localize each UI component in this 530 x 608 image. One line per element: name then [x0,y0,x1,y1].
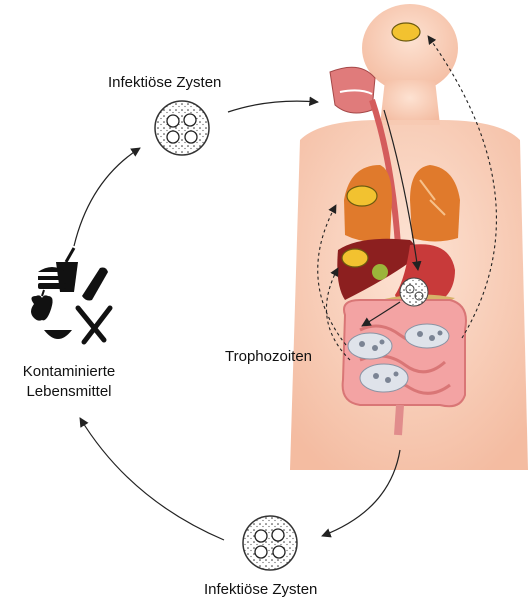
label-food-line1: Kontaminierte [10,362,128,382]
food-icons [31,248,110,342]
label-contaminated-food: Kontaminierte Lebensmittel [10,362,128,402]
arrow-food-to-cyst [74,148,140,246]
neck [380,80,440,125]
brain-cyst-spot [392,23,420,41]
lung-cyst-spot [347,186,377,206]
bread-icon [82,268,108,301]
arrow-cyst-to-food [80,418,224,540]
trophozoite-3 [360,364,408,392]
knife-icon [84,308,110,342]
arrow-cyst-to-mouth [228,101,318,112]
trophozoite-1 [348,333,392,359]
label-infectious-cysts-top: Infektiöse Zysten [108,74,221,91]
label-infectious-cysts-bottom: Infektiöse Zysten [204,581,317,598]
cyst-icon-top [155,101,209,155]
watermelon-icon [44,330,72,339]
apple-icon [31,295,53,320]
rectum [398,405,400,435]
cyst-icon-bottom [243,516,297,570]
liver-cyst-spot [342,249,368,267]
trophozoite-2 [405,324,449,348]
label-trophozoites: Trophozoiten [225,348,312,365]
stomach-cyst [400,278,428,306]
head [362,4,458,92]
label-food-line2: Lebensmittel [10,382,128,402]
